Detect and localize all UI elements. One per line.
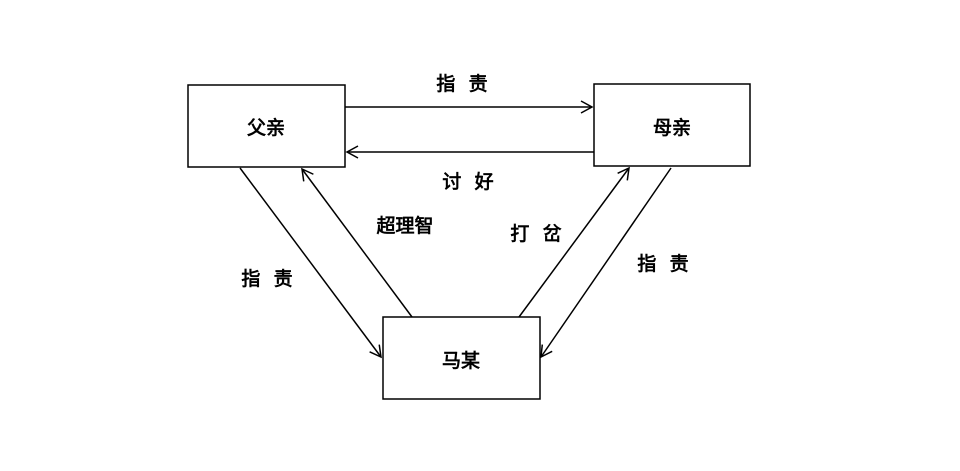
- edge-father-to-mother-label: 指 责: [436, 72, 487, 95]
- edge-mother-to-mamou-label: 指 责: [637, 252, 688, 275]
- edge-mamou-to-father-arrow: [301, 167, 413, 318]
- edge-father-to-mamou-label: 指 责: [241, 267, 292, 290]
- edge-mamou-to-mother-label: 打 岔: [510, 222, 562, 245]
- node-mother-box: [593, 83, 751, 167]
- node-mother: 母亲: [593, 83, 751, 167]
- edge-mother-to-father-label: 讨 好: [442, 170, 493, 193]
- node-mamou: 马某: [382, 316, 541, 400]
- node-mamou-label: 马某: [442, 349, 481, 372]
- edge-mother-to-mamou-arrow: [540, 167, 672, 359]
- edge-mamou-to-mother-arrow: [518, 166, 630, 318]
- node-father: 父亲: [187, 84, 346, 168]
- node-mother-label: 母亲: [653, 116, 691, 139]
- edge-mamou-to-father-label: 超理智: [375, 214, 433, 237]
- node-mamou-box: [382, 316, 541, 400]
- node-father-box: [187, 84, 346, 168]
- node-father-label: 父亲: [246, 116, 285, 139]
- edge-father-to-mamou-arrow: [239, 167, 382, 359]
